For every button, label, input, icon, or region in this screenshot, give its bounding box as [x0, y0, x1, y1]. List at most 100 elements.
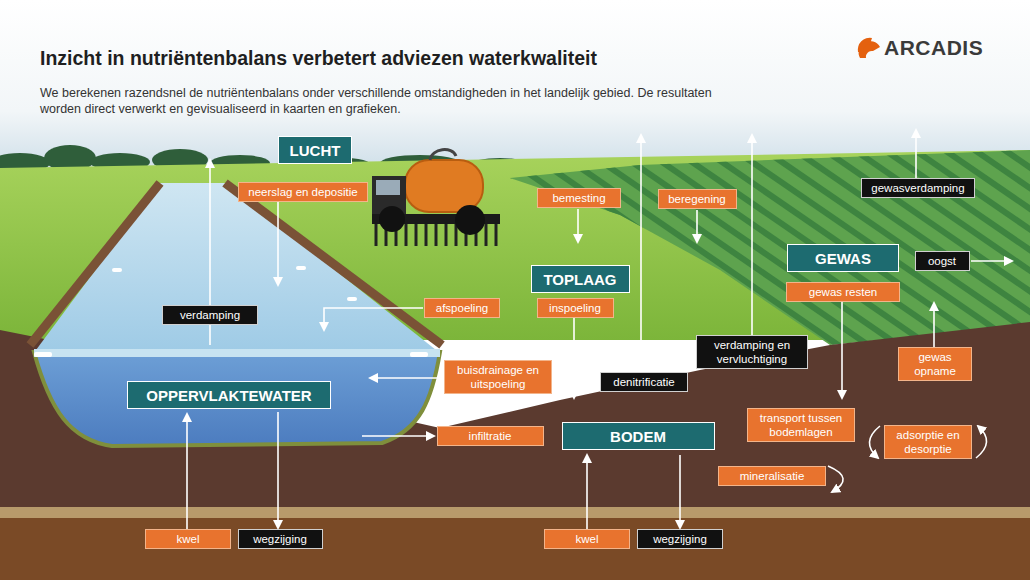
- process-box: inspoeling: [537, 298, 614, 318]
- process-box: beregening: [658, 189, 737, 209]
- tank-wheel: [455, 205, 485, 235]
- compartment-box: GEWAS: [787, 244, 899, 272]
- bank-marker: [112, 268, 122, 272]
- infiltration-down-arrow: [573, 318, 575, 398]
- slurry-tank: [405, 160, 483, 212]
- box-label: transport tussen bodemlagen: [754, 411, 848, 440]
- loss-box: denitrificatie: [600, 372, 688, 392]
- box-label: wegzijging: [253, 532, 307, 546]
- process-box: adsorptie en desorptie: [884, 425, 972, 460]
- process-box: buisdrainage en uitspoeling: [444, 360, 552, 395]
- tine: [485, 224, 488, 246]
- process-box: gewas opname: [898, 347, 972, 382]
- box-label: GEWAS: [815, 250, 871, 267]
- runoff-arrow: [324, 308, 423, 330]
- tine: [375, 224, 378, 246]
- logo-wordmark: ARCADIS: [884, 36, 983, 60]
- loss-box: oogst: [915, 251, 970, 271]
- volatilisation-arrow: [751, 135, 753, 335]
- compartment-box: OPPERVLAKTEWATER: [127, 381, 331, 409]
- box-label: verdamping: [180, 308, 240, 322]
- crop-row: [720, 140, 1030, 360]
- compartment-box: TOPLAAG: [531, 265, 630, 293]
- crop-row: [660, 140, 980, 360]
- process-box: mineralisatie: [718, 466, 826, 486]
- box-label: neerslag en depositie: [248, 185, 357, 199]
- bank-marker: [296, 266, 306, 270]
- box-label: bemesting: [552, 191, 605, 205]
- box-label: adsorptie en desorptie: [891, 428, 965, 457]
- crop-row: [690, 140, 1010, 360]
- box-label: beregening: [668, 192, 726, 206]
- tine: [495, 224, 498, 246]
- process-box: kwel: [145, 529, 231, 549]
- mineralisation-arrow: [828, 466, 843, 492]
- process-box: neerslag en depositie: [238, 182, 368, 202]
- crop-residue-arrow: [841, 302, 843, 398]
- soil: [0, 322, 1030, 510]
- intro-text: We berekenen razendsnel de nutriëntenbal…: [40, 85, 740, 118]
- tine: [445, 224, 448, 246]
- box-label: verdamping en vervluchtiging: [703, 338, 801, 367]
- box-label: BODEM: [610, 428, 666, 445]
- water-line: [34, 349, 440, 357]
- process-box: gewas resten: [786, 282, 900, 302]
- crop-row: [600, 140, 920, 360]
- deposition-arrow: [277, 202, 279, 285]
- compartment-box: LUCHT: [278, 136, 352, 164]
- crop-row: [390, 140, 710, 360]
- manure-tractor: [372, 150, 500, 246]
- box-label: TOPLAAG: [543, 271, 616, 288]
- fertilising-arrow: [577, 209, 579, 242]
- loss-box: verdamping en vervluchtiging: [696, 335, 808, 370]
- bank-marker: [410, 352, 428, 357]
- seepage-down-arrow: [679, 455, 681, 528]
- sorption-arrow: [976, 426, 987, 458]
- box-label: gewas resten: [809, 285, 877, 299]
- tank-pipe: [430, 150, 456, 160]
- diagram-title: Inzicht in nutriëntenbalans verbetert ad…: [40, 47, 597, 70]
- left-bank: [30, 183, 160, 345]
- crop-uptake-arrow: [933, 303, 935, 348]
- crop-rows: [300, 140, 1030, 360]
- crop-row: [450, 140, 770, 360]
- irrigation-arrow: [696, 210, 698, 242]
- process-box: infiltratie: [437, 426, 544, 446]
- box-label: gewas opname: [905, 350, 965, 379]
- box-label: inspoeling: [549, 301, 601, 315]
- box-label: oogst: [928, 254, 956, 268]
- subsoil-band: [0, 507, 1030, 519]
- loss-box: gewasverdamping: [861, 178, 975, 198]
- process-box: bemesting: [537, 188, 621, 208]
- box-label: LUCHT: [290, 142, 341, 159]
- tractor-wheel: [379, 206, 405, 232]
- process-box: kwel: [544, 529, 630, 549]
- box-label: gewasverdamping: [871, 181, 964, 195]
- infiltration-arrow: [362, 435, 434, 437]
- crop-row: [630, 140, 950, 360]
- box-label: infiltratie: [469, 429, 512, 443]
- seepage-down-arrow: [277, 412, 279, 528]
- process-box: afspoeling: [424, 298, 500, 318]
- box-label: OPPERVLAKTEWATER: [146, 387, 311, 404]
- water-cross-section: [34, 352, 440, 446]
- box-label: afspoeling: [436, 301, 488, 315]
- tine: [435, 224, 438, 246]
- crop-row: [360, 140, 680, 360]
- crop-field: [300, 140, 1030, 360]
- seepage-up-arrow: [186, 414, 188, 529]
- tine: [425, 224, 428, 246]
- box-label: wegzijging: [653, 532, 707, 546]
- flow-arrow-set: [187, 130, 1012, 529]
- box-label: buisdrainage en uitspoeling: [451, 363, 545, 392]
- seepage-up-arrow: [586, 455, 588, 529]
- bank-markers: [34, 266, 428, 357]
- crop-row: [510, 140, 830, 360]
- drainage-arrow: [370, 377, 443, 379]
- tine: [415, 224, 418, 246]
- loss-box: wegzijging: [238, 529, 323, 549]
- bank-marker: [34, 352, 52, 357]
- compartment-box: BODEM: [562, 422, 715, 450]
- box-label: kwel: [176, 532, 199, 546]
